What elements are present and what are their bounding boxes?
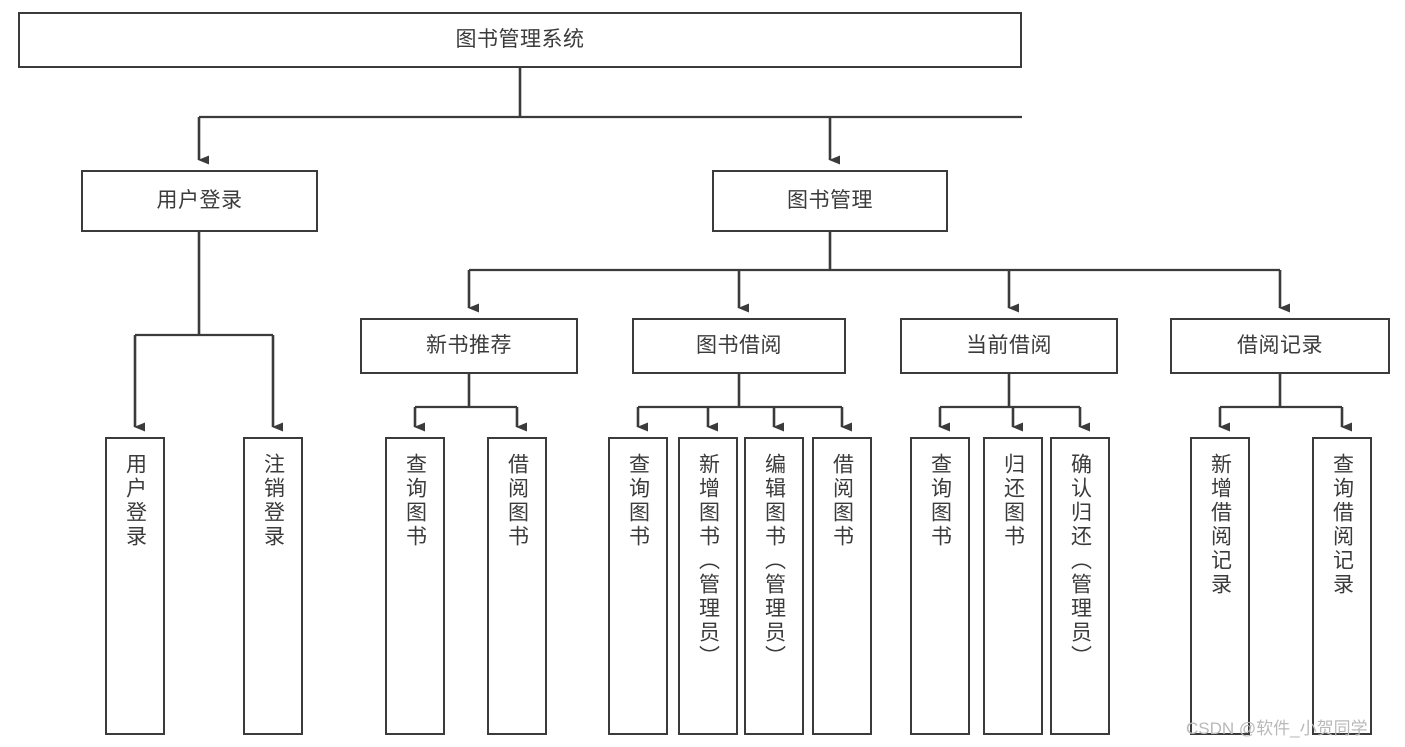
node-user-login[interactable]: 用户登录 <box>81 170 318 232</box>
leaf-logout[interactable]: 注销登录 <box>243 437 303 735</box>
leaf-borrow-book[interactable]: 借阅图书 <box>812 437 872 735</box>
leaf-user-login[interactable]: 用户登录 <box>105 437 165 735</box>
node-label: 用户登录 <box>156 188 243 212</box>
node-label: 归还图书 <box>1001 453 1025 549</box>
node-label: 编辑图书（管理员） <box>762 453 786 669</box>
node-book-management[interactable]: 图书管理 <box>712 170 948 232</box>
node-label: 新增图书（管理员） <box>696 453 720 669</box>
edges-root-to-level2 <box>197 68 1022 165</box>
node-label: 借阅图书 <box>830 453 854 549</box>
edges-current-borrow-to-leaves <box>938 374 1090 432</box>
node-root-system[interactable]: 图书管理系统 <box>18 12 1022 68</box>
node-label: 新书推荐 <box>426 333 512 357</box>
node-label: 借阅图书 <box>505 453 529 549</box>
edges-borrow-to-leaves <box>636 374 852 432</box>
node-label: 图书管理系统 <box>455 27 585 51</box>
leaf-add-borrow-record[interactable]: 新增借阅记录 <box>1190 437 1250 735</box>
node-book-borrow[interactable]: 图书借阅 <box>632 318 846 374</box>
edges-user-login-to-leaves <box>133 232 283 432</box>
node-label: 查询图书 <box>626 453 650 549</box>
node-borrow-record[interactable]: 借阅记录 <box>1170 318 1390 374</box>
node-label: 新增借阅记录 <box>1208 453 1232 597</box>
leaf-return-book[interactable]: 归还图书 <box>983 437 1043 735</box>
node-label: 图书借阅 <box>696 333 782 357</box>
edges-new-book-to-leaves <box>413 374 527 432</box>
leaf-query-book-current[interactable]: 查询图书 <box>910 437 970 735</box>
leaf-add-book-admin[interactable]: 新增图书（管理员） <box>678 437 738 735</box>
node-label: 用户登录 <box>123 453 147 549</box>
leaf-query-book-recommend[interactable]: 查询图书 <box>385 437 445 735</box>
leaf-confirm-return-admin[interactable]: 确认归还（管理员） <box>1050 437 1110 735</box>
node-label: 借阅记录 <box>1237 333 1323 357</box>
node-new-book-recommend[interactable]: 新书推荐 <box>360 318 578 374</box>
edges-borrow-record-to-leaves <box>1218 374 1352 432</box>
leaf-query-borrow-record[interactable]: 查询借阅记录 <box>1312 437 1372 735</box>
edges-book-mgmt-to-level3 <box>467 232 1290 313</box>
node-label: 当前借阅 <box>966 333 1052 357</box>
leaf-query-book-borrow[interactable]: 查询图书 <box>608 437 668 735</box>
node-label: 确认归还（管理员） <box>1068 453 1092 669</box>
node-label: 查询借阅记录 <box>1330 453 1354 597</box>
node-label: 图书管理 <box>787 188 873 212</box>
leaf-borrow-book-recommend[interactable]: 借阅图书 <box>487 437 547 735</box>
node-label: 注销登录 <box>261 453 285 549</box>
leaf-edit-book-admin[interactable]: 编辑图书（管理员） <box>744 437 804 735</box>
node-label: 查询图书 <box>403 453 427 549</box>
node-current-borrow[interactable]: 当前借阅 <box>900 318 1118 374</box>
node-label: 查询图书 <box>928 453 952 549</box>
